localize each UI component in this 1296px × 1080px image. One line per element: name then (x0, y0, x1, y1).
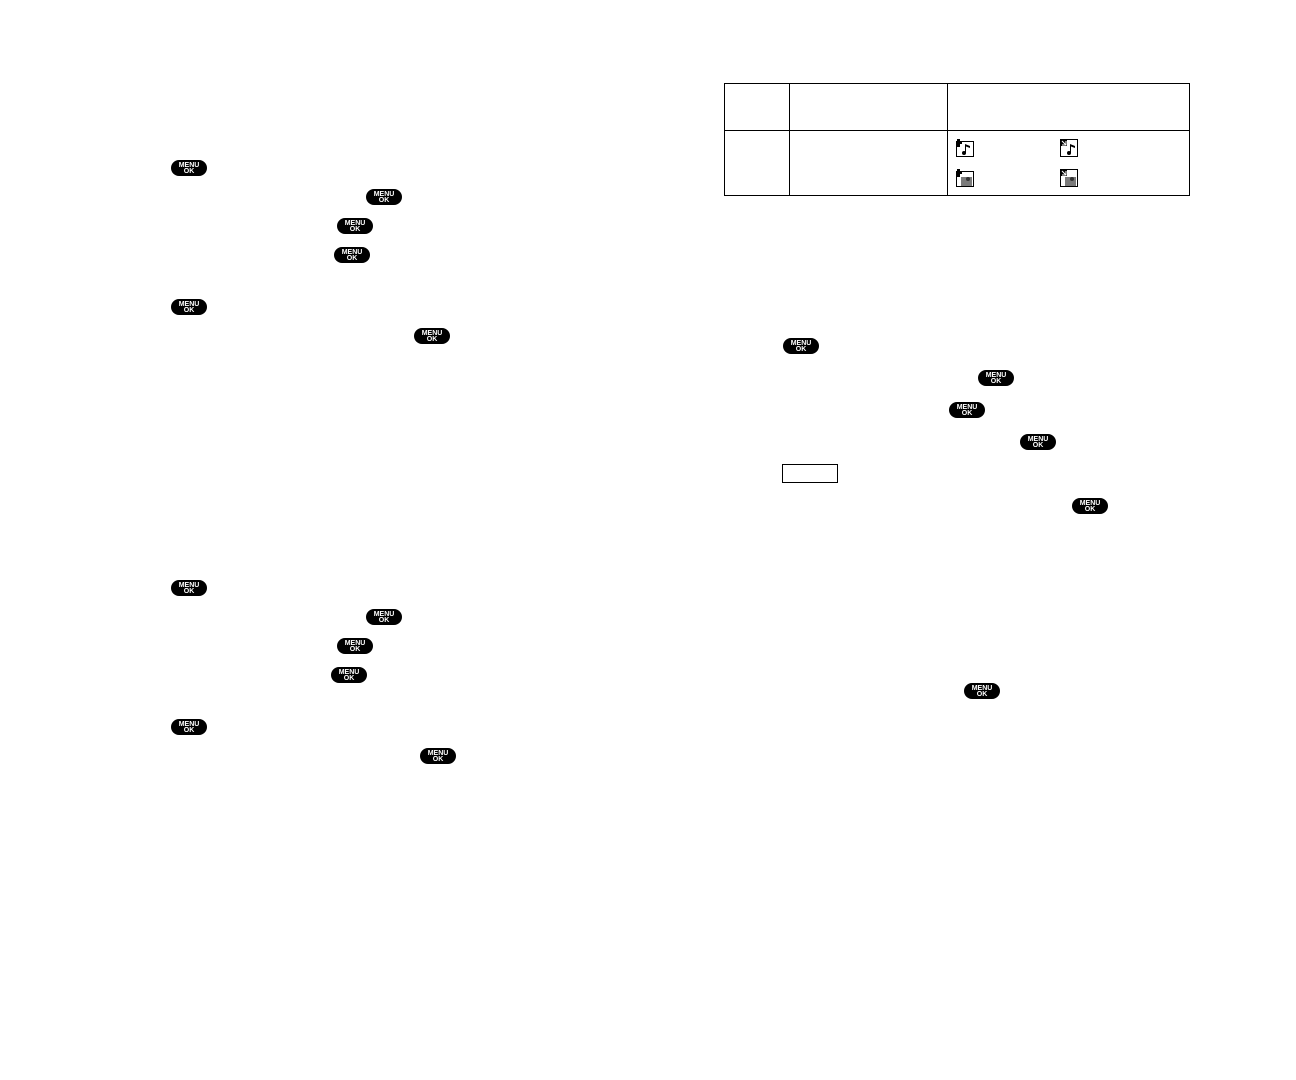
menu-key-top-label: MENU (178, 300, 200, 308)
image-preinstalled-icon (1060, 169, 1078, 187)
menu-key-bottom-label: OK (426, 335, 438, 343)
menu-key-top-label: MENU (1079, 499, 1101, 507)
menu-key-top-label: MENU (344, 219, 366, 227)
menu-key-bottom-label: OK (795, 345, 807, 353)
table-header-cell (789, 83, 948, 131)
menu-key-top-label: MENU (341, 248, 363, 256)
menu-key-bottom-label: OK (349, 225, 361, 233)
menu-key-top-label: MENU (971, 684, 993, 692)
menu-key-bottom-label: OK (183, 167, 195, 175)
image-download-icon (956, 169, 974, 187)
menu-key-bottom-label: OK (1032, 441, 1044, 449)
menu-key-bottom-label: OK (1084, 505, 1096, 513)
menu-key-bottom-label: OK (990, 377, 1002, 385)
blank-field-box (782, 464, 838, 483)
menu-key-top-label: MENU (178, 581, 200, 589)
menu-key-top-label: MENU (427, 749, 449, 757)
menu-key-bottom-label: OK (961, 409, 973, 417)
table-icon-cell (947, 130, 1190, 196)
menu-key-bottom-label: OK (183, 587, 195, 595)
menu-key-top-label: MENU (790, 339, 812, 347)
menu-key-top-label: MENU (338, 668, 360, 676)
menu-key-top-label: MENU (178, 720, 200, 728)
menu-key-top-label: MENU (956, 403, 978, 411)
table-header-cell (947, 83, 1190, 131)
menu-key-top-label: MENU (344, 639, 366, 647)
ringer-preinstalled-icon (1060, 139, 1078, 157)
menu-key-bottom-label: OK (183, 726, 195, 734)
menu-key-bottom-label: OK (346, 254, 358, 262)
menu-key-top-label: MENU (985, 371, 1007, 379)
table-header-cell (724, 83, 790, 131)
menu-key-top-label: MENU (373, 610, 395, 618)
menu-key-bottom-label: OK (976, 690, 988, 698)
ringer-download-icon (956, 139, 974, 157)
menu-key-bottom-label: OK (349, 645, 361, 653)
table-header-row (724, 83, 1190, 131)
table-cell (724, 130, 790, 196)
table-cell (789, 130, 948, 196)
menu-key-bottom-label: OK (378, 196, 390, 204)
menu-key-top-label: MENU (178, 161, 200, 169)
menu-key-bottom-label: OK (183, 306, 195, 314)
menu-key-top-label: MENU (373, 190, 395, 198)
menu-key-bottom-label: OK (432, 755, 444, 763)
table-row (724, 130, 1190, 196)
menu-key-bottom-label: OK (343, 674, 355, 682)
menu-key-top-label: MENU (1027, 435, 1049, 443)
menu-key-bottom-label: OK (378, 616, 390, 624)
icon-legend-table (724, 83, 1190, 196)
menu-key-top-label: MENU (421, 329, 443, 337)
